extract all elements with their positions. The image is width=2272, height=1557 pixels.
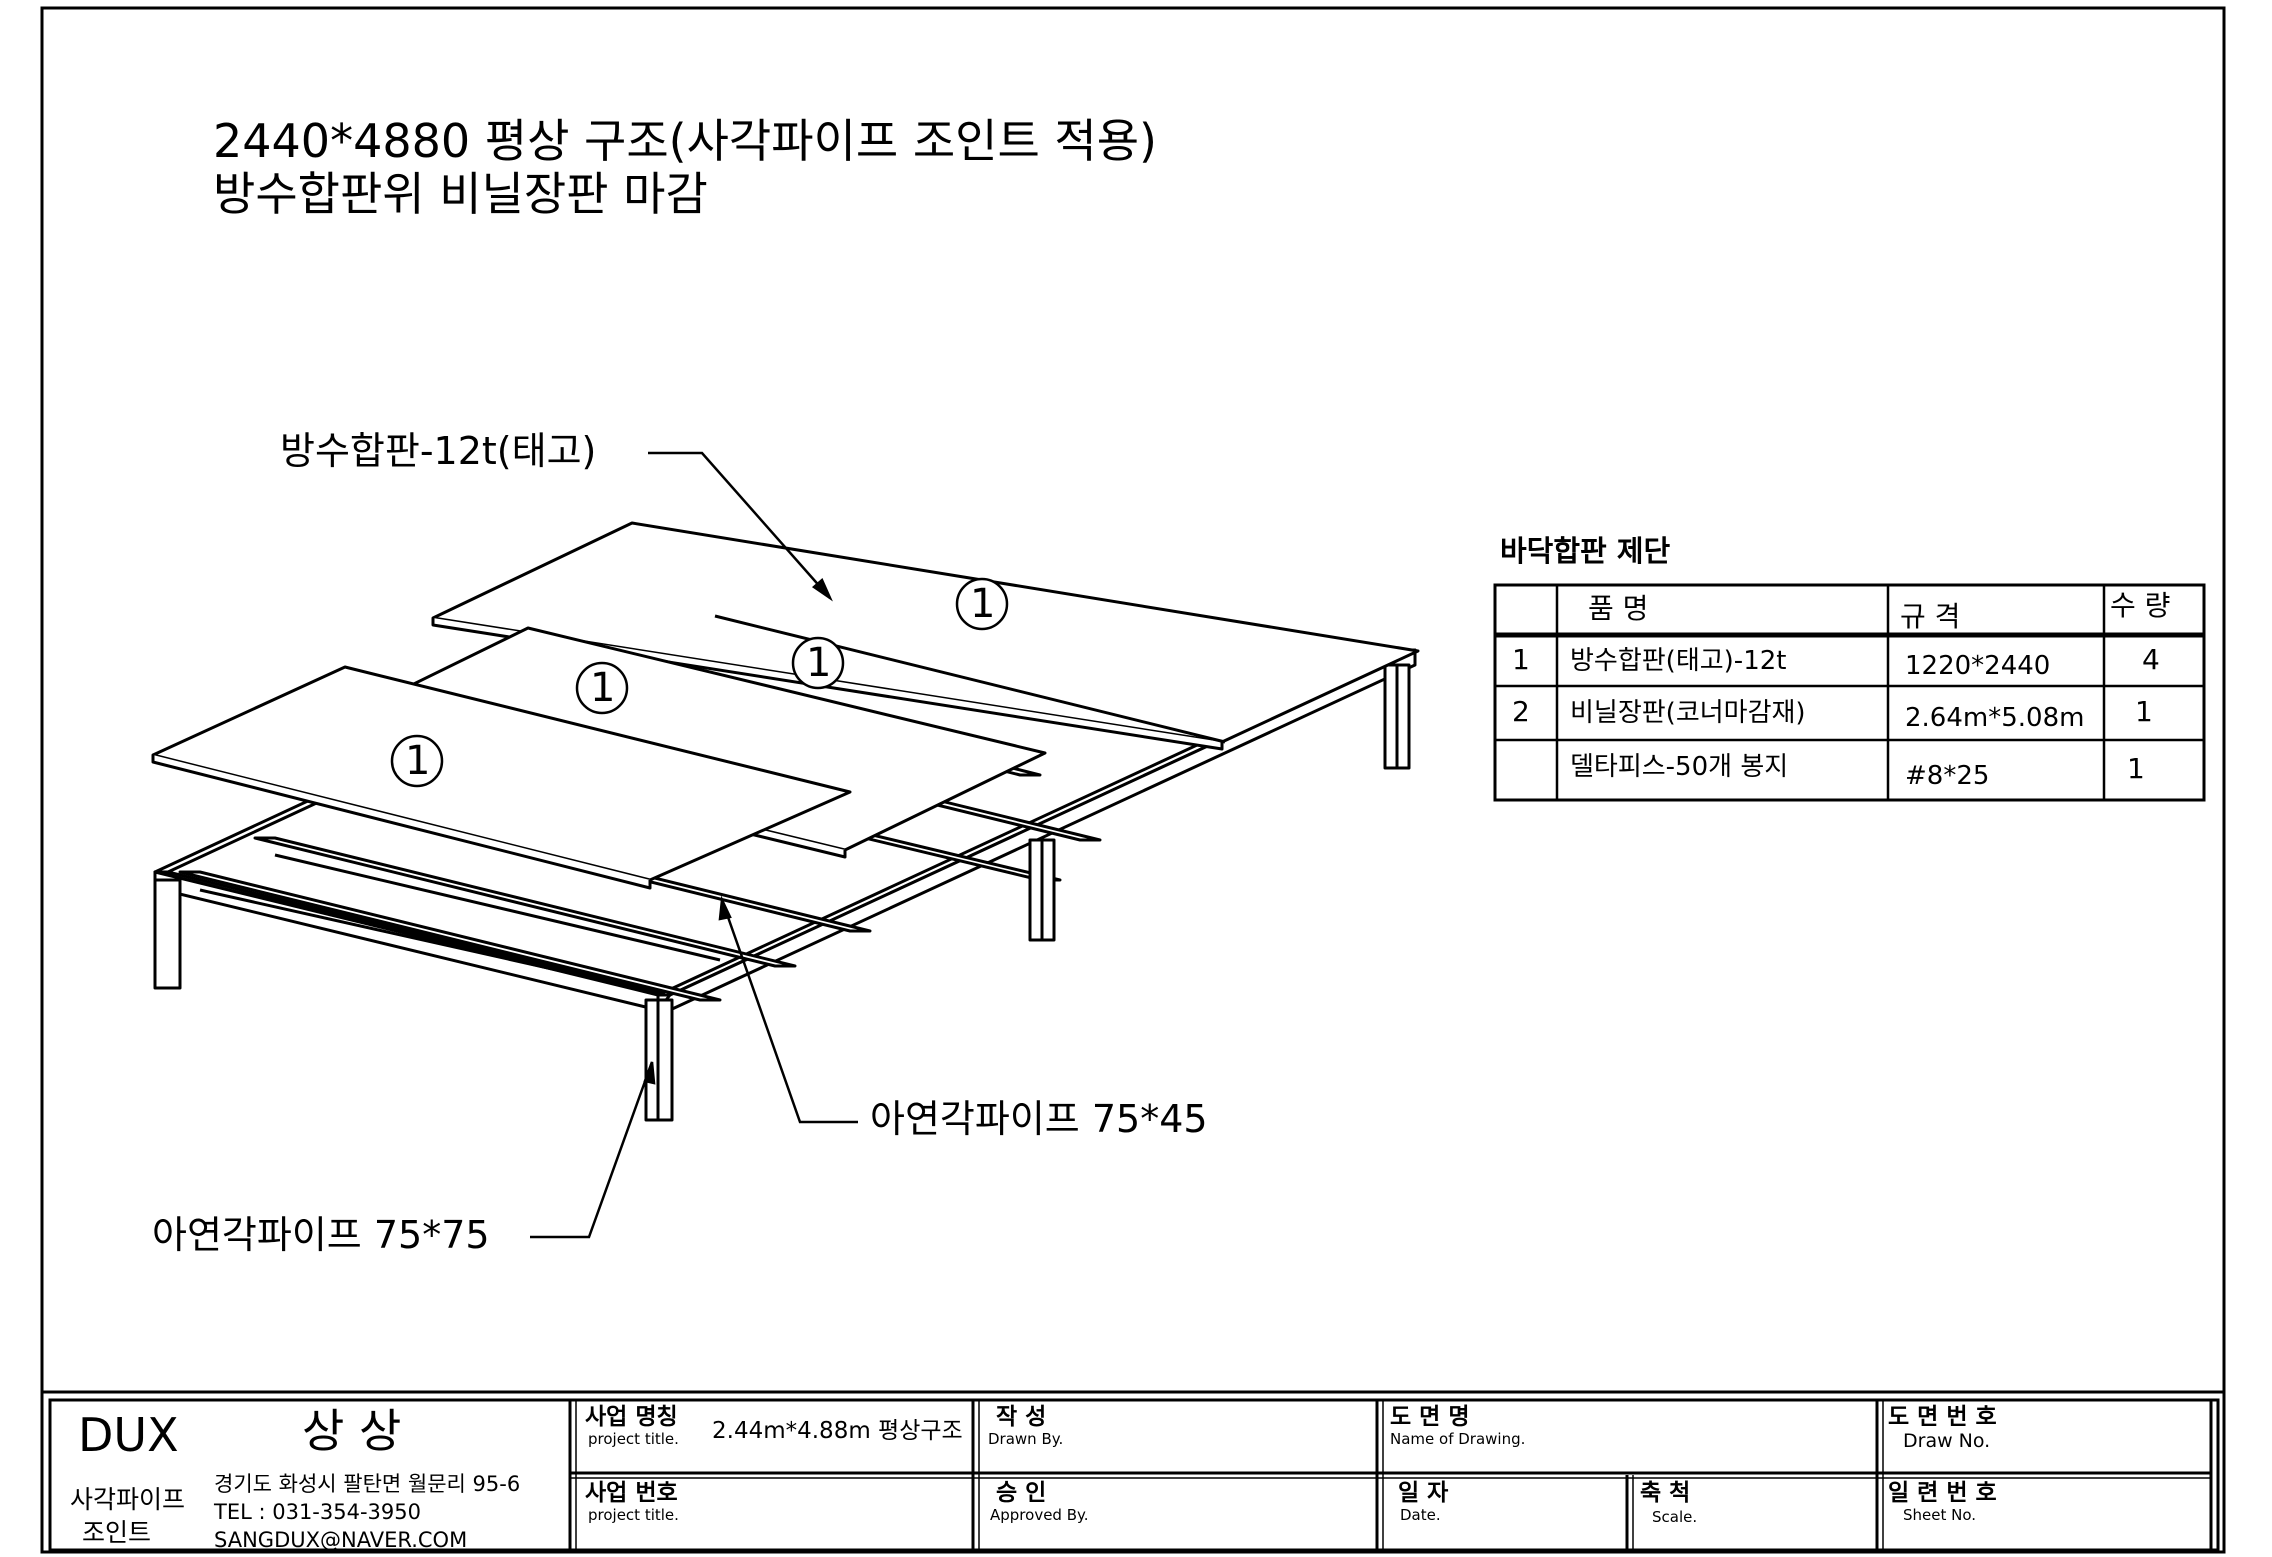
sheet-no-label-en: Sheet No. xyxy=(1903,1506,1977,1524)
drawn-label: 작 성 xyxy=(996,1404,1047,1430)
draw-no-label: 도 면 번 호 xyxy=(1888,1404,1997,1430)
date-label: 일 자 xyxy=(1398,1480,1449,1506)
company-tel: TEL : 031-354-3950 xyxy=(214,1500,421,1524)
plywood-panels xyxy=(151,521,1420,890)
cut-table-title: 바닥합판 제단 xyxy=(1500,534,1671,568)
scale-label-en: Scale. xyxy=(1652,1508,1698,1526)
row2-no: 2 xyxy=(1512,695,1530,728)
leader-pipe-75x75 xyxy=(530,1061,654,1239)
balloon-4-label: 1 xyxy=(405,738,431,784)
drawing-title-line2: 방수합판위 비닐장판 마감 xyxy=(213,167,708,221)
sheet-border xyxy=(40,6,2226,1554)
front-beam-side xyxy=(153,870,660,1012)
balloon-3-label: 1 xyxy=(590,665,616,711)
callout-pipe-75x45: 아연각파이프 75*45 xyxy=(870,1097,1208,1141)
project-name-label-en: project title. xyxy=(588,1430,679,1448)
date-label-en: Date. xyxy=(1400,1506,1441,1524)
balloon-3 xyxy=(575,661,629,715)
approved-label: 승 인 xyxy=(996,1480,1047,1506)
project-name-label: 사업 명칭 xyxy=(585,1404,678,1430)
leg-front-left xyxy=(153,878,182,990)
balloon-2 xyxy=(791,636,845,690)
title-block-grid xyxy=(42,1390,2224,1552)
row2-spec: 2.64m*5.08m xyxy=(1905,703,2085,733)
header-qty: 수 량 xyxy=(2110,589,2171,622)
callout-pipe-75x75: 아연각파이프 75*75 xyxy=(152,1213,490,1257)
balloon-4 xyxy=(390,734,444,788)
brand-logo: DUX xyxy=(78,1408,179,1462)
row1-qty: 4 xyxy=(2142,643,2160,676)
sheet-no-label: 일 련 번 호 xyxy=(1888,1480,1997,1506)
drawing-title-line1: 2440*4880 평상 구조(사각파이프 조인트 적용) xyxy=(213,114,1157,168)
company-address: 경기도 화성시 팔탄면 월문리 95-6 xyxy=(214,1472,521,1496)
frame-inner-1 xyxy=(199,888,656,994)
scale-label: 축 척 xyxy=(1640,1480,1691,1506)
project-no-label-en: project title. xyxy=(588,1506,679,1524)
drawn-label-en: Drawn By. xyxy=(988,1430,1064,1448)
company-name: 상 상 xyxy=(302,1404,402,1458)
isometric-frame xyxy=(153,648,1417,1122)
frame-inner-2 xyxy=(274,853,721,962)
row3-qty: 1 xyxy=(2127,752,2145,785)
drawing-name-label-en: Name of Drawing. xyxy=(1390,1430,1526,1448)
cut-table-grid xyxy=(1493,583,2206,802)
callout-plywood: 방수합판-12t(태고) xyxy=(280,429,597,473)
row2-name: 비닐장판(코너마감재) xyxy=(1570,698,1806,728)
row1-spec: 1220*2440 xyxy=(1905,651,2051,681)
row2-qty: 1 xyxy=(2135,695,2153,728)
row3-spec: #8*25 xyxy=(1905,761,1990,791)
draw-no-label-en: Draw No. xyxy=(1903,1430,1991,1452)
project-no-label: 사업 번호 xyxy=(585,1480,678,1506)
cross-beam-2 xyxy=(253,836,797,968)
company-email: SANGDUX@NAVER.COM xyxy=(214,1528,468,1552)
product-line1: 사각파이프 xyxy=(70,1485,186,1514)
row1-name: 방수합판(태고)-12t xyxy=(1570,646,1787,676)
leader-pipe-75x45 xyxy=(720,899,858,1124)
leader-lines xyxy=(530,451,858,1239)
leader-plywood xyxy=(648,451,831,599)
row3-name: 델타피스-50개 봉지 xyxy=(1570,752,1789,782)
product-line2: 조인트 xyxy=(82,1518,152,1547)
project-name-value: 2.44m*4.88m 평상구조 xyxy=(712,1418,963,1444)
approved-label-en: Approved By. xyxy=(990,1506,1089,1524)
row1-no: 1 xyxy=(1512,643,1530,676)
balloon-1 xyxy=(955,577,1009,631)
balloon-1-label: 1 xyxy=(970,581,996,627)
drawing-name-label: 도 면 명 xyxy=(1390,1404,1470,1430)
header-name: 품 명 xyxy=(1588,592,1649,625)
item-balloons xyxy=(390,577,1009,788)
header-spec: 규 격 xyxy=(1900,600,1961,633)
balloon-2-label: 1 xyxy=(806,640,832,686)
cross-beam-1 xyxy=(178,870,722,1002)
